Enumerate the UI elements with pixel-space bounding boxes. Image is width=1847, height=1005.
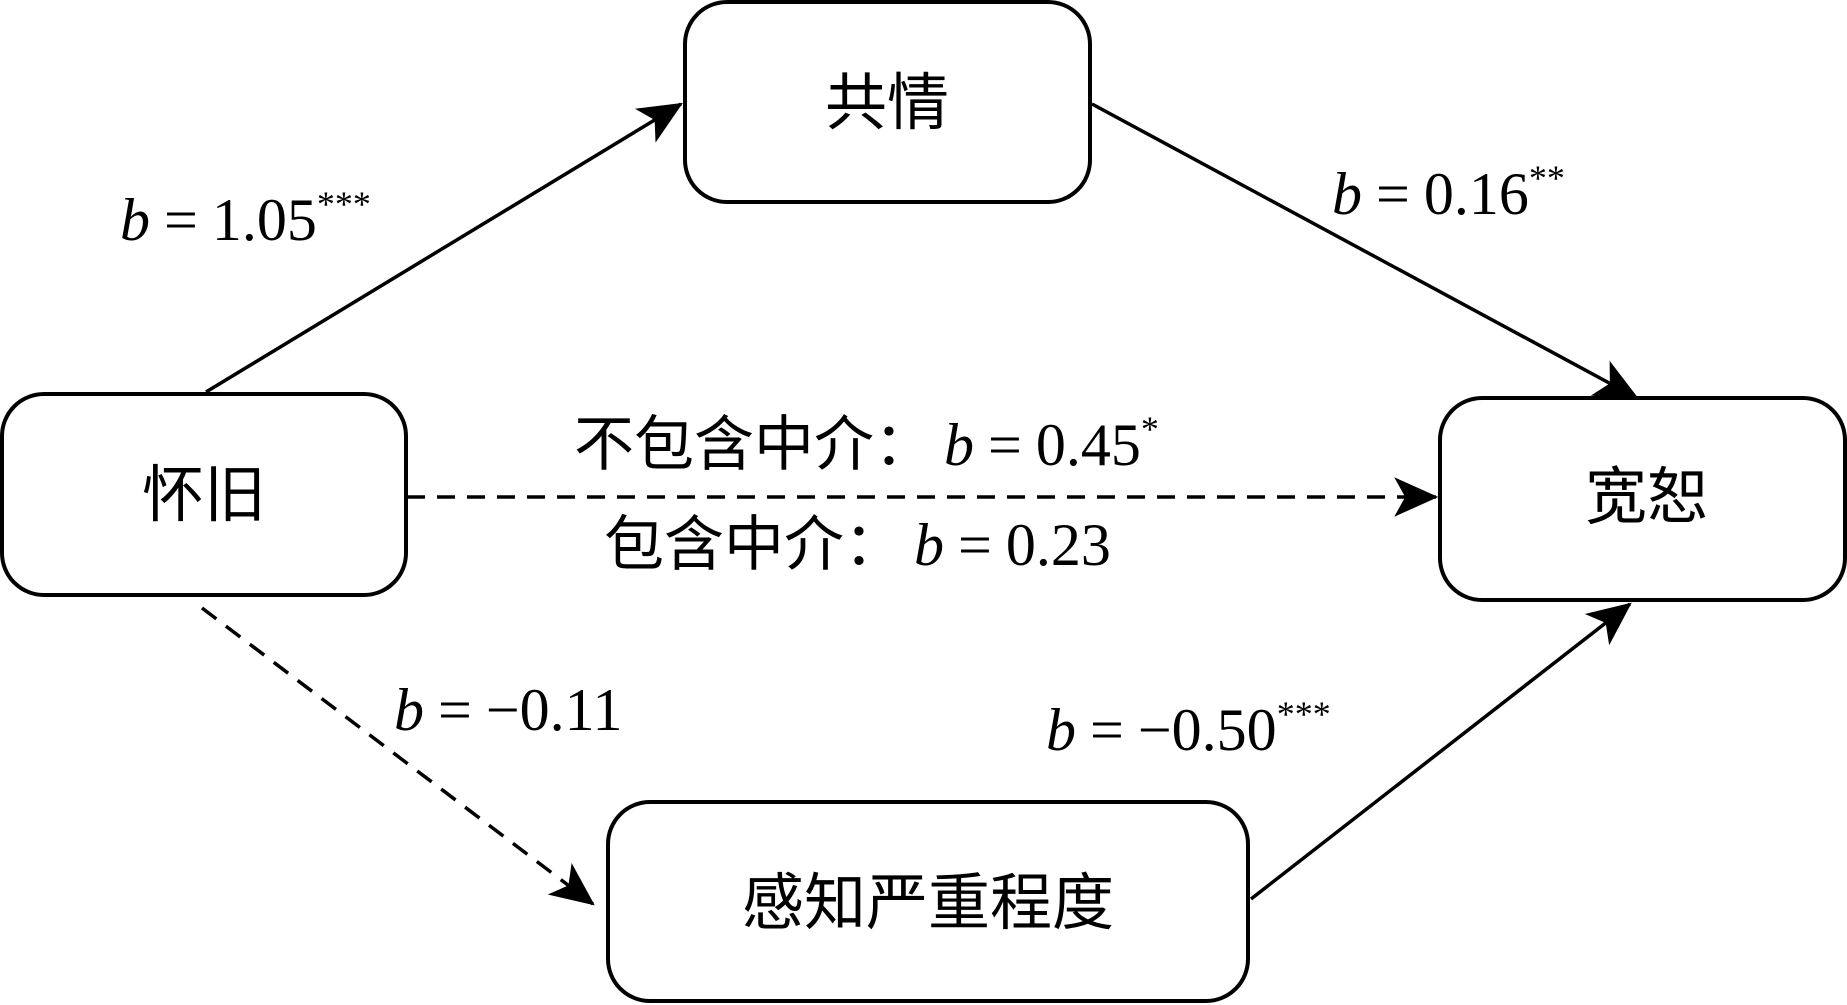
coef-c-direct-label: 包含中介：b=0.23 [604,510,1111,580]
coef-c-total-sig: * [1141,409,1159,449]
node-forgiveness-label: 宽恕 [1585,460,1709,533]
coef-b2-sig: *** [1277,694,1331,734]
node-forgiveness: 宽恕 [1438,396,1847,602]
edge-nostalgia-to-severity [200,606,595,906]
coef-c-total-symbol: b [944,412,974,478]
coef-b1-equals: = [1376,161,1410,227]
node-perceived-severity: 感知严重程度 [606,800,1250,1003]
node-empathy: 共情 [683,0,1092,204]
coef-b2-symbol: b [1046,697,1076,763]
node-empathy-box [683,0,1092,204]
coef-b2-equals: = [1090,697,1124,763]
coef-c-direct-equals: = [958,512,992,578]
coef-b1-sig: ** [1529,158,1565,198]
node-perceived-severity-box [606,800,1250,1003]
coef-b2-label: b=−0.50*** [1046,694,1331,763]
coef-c-total-label: 不包含中介：b=0.45* [574,409,1159,480]
coef-c-direct-value: 0.23 [1006,512,1111,578]
node-nostalgia-box [0,392,408,597]
coef-b1-value: 0.16 [1424,161,1529,227]
coef-a1-equals: = [164,187,198,253]
coef-b1-symbol: b [1332,161,1362,227]
coef-c-direct-symbol: b [914,512,944,578]
node-perceived-severity-label: 感知严重程度 [742,866,1114,939]
edge-nostalgia-to-empathy [205,102,683,394]
coef-a1-label: b=1.05*** [120,184,371,253]
coef-c-total-prefix: 不包含中介： [574,410,934,480]
coef-a2-label: b=−0.11 [394,677,622,743]
edge-severity-to-forgiveness [1249,602,1632,901]
coef-b1-label: b=0.16** [1332,158,1565,227]
node-empathy-label: 共情 [825,66,949,139]
coef-a2-value: −0.11 [486,677,623,743]
coef-a1-value: 1.05 [212,187,317,253]
coef-a2-symbol: b [394,677,424,743]
coef-c-total-value: 0.45 [1036,412,1141,478]
coef-a1-symbol: b [120,187,150,253]
node-nostalgia: 怀旧 [0,392,408,597]
node-forgiveness-box [1438,396,1847,602]
node-nostalgia-label: 怀旧 [142,458,266,531]
coef-b2-value: −0.50 [1138,697,1277,763]
edge-empathy-to-forgiveness [1091,102,1639,400]
coef-a1-sig: *** [317,184,371,224]
coef-a2-equals: = [438,677,472,743]
coef-c-total-equals: = [988,412,1022,478]
coef-c-direct-prefix: 包含中介： [604,510,904,580]
